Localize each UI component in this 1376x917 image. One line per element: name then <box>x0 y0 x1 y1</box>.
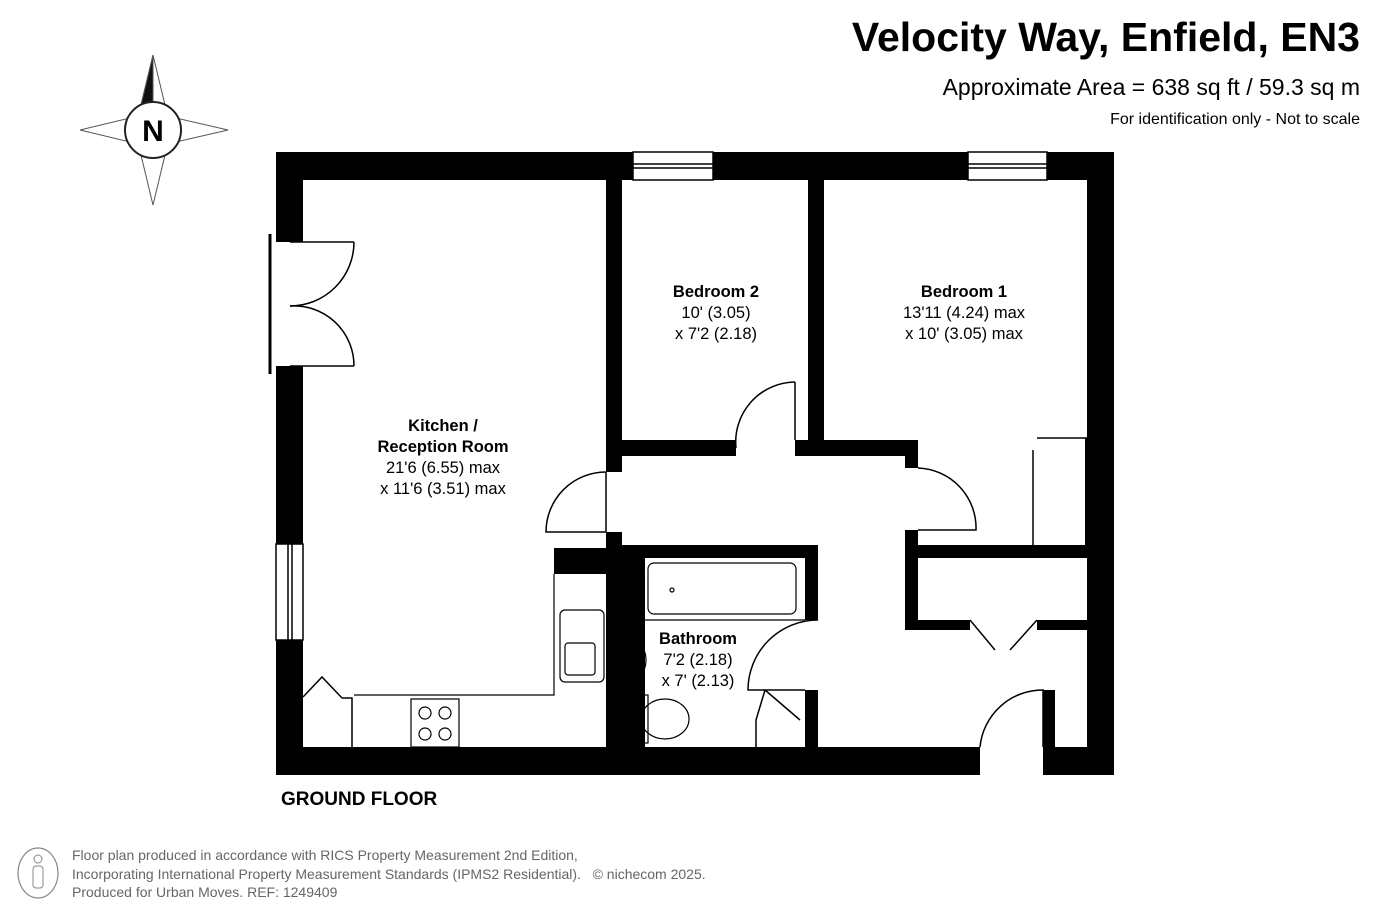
scale-note: For identification only - Not to scale <box>1110 111 1360 128</box>
doors <box>268 234 1087 748</box>
person-icon <box>17 847 59 899</box>
fixtures <box>354 562 805 748</box>
property-title: Velocity Way, Enfield, EN3 <box>851 14 1360 60</box>
windows <box>275 151 1048 641</box>
copyright: © nichecom 2025. <box>592 865 706 882</box>
footer-text: Floor plan produced in accordance with R… <box>72 847 706 900</box>
compass-label: N <box>142 115 164 148</box>
compass-icon: N <box>79 54 229 206</box>
floor-label: GROUND FLOOR <box>281 789 438 810</box>
approximate-area: Approximate Area = 638 sq ft / 59.3 sq m <box>942 74 1360 100</box>
